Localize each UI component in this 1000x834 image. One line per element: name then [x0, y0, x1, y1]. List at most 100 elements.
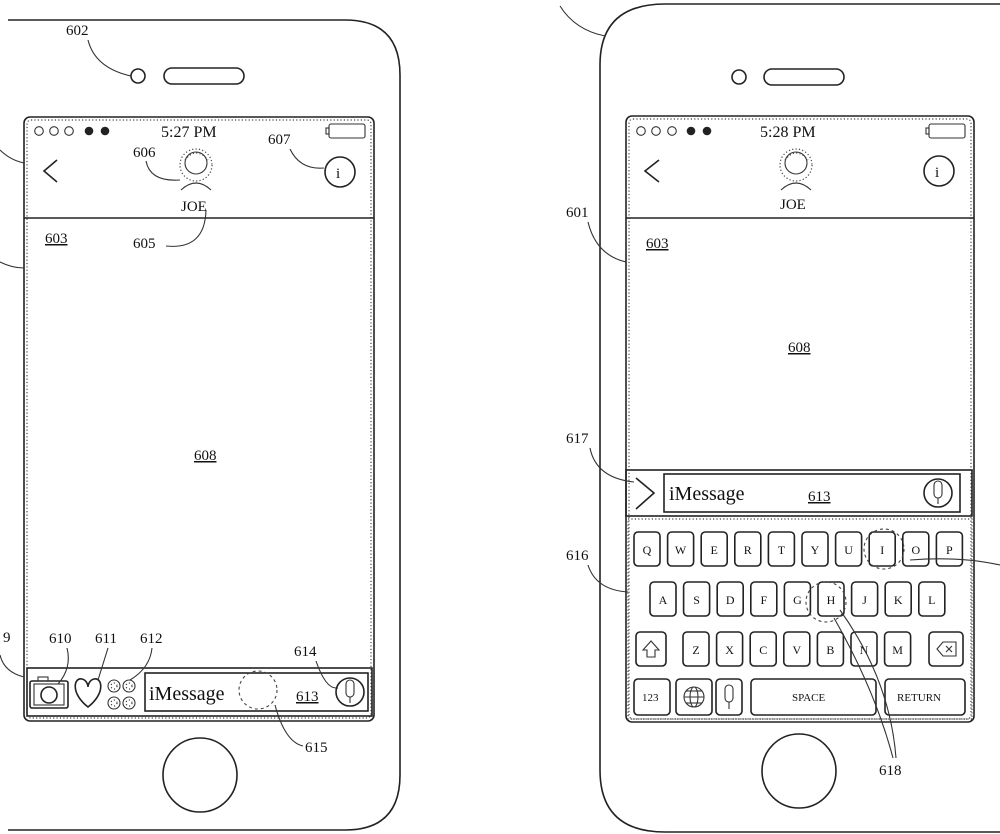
- ref-618: 618: [879, 763, 902, 779]
- right-contact-name: JOE: [780, 197, 806, 213]
- key-label: J: [862, 593, 867, 607]
- dictation-key-icon[interactable]: [715, 678, 743, 716]
- key-g[interactable]: G: [783, 581, 812, 617]
- key-z[interactable]: Z: [682, 631, 710, 667]
- left-signal-dots: [34, 126, 110, 136]
- ref-611: 611: [95, 631, 117, 647]
- right-home-button[interactable]: [761, 733, 837, 809]
- delete-key-icon[interactable]: [928, 631, 964, 667]
- key-label: G: [793, 593, 802, 607]
- key-f[interactable]: F: [749, 581, 778, 617]
- right-screen: [625, 115, 975, 723]
- key-label: B: [826, 643, 834, 657]
- space-key[interactable]: SPACE: [750, 678, 877, 716]
- ref-608a: 608: [194, 448, 217, 464]
- touch-indicator-h: [805, 581, 847, 623]
- ref-614: 614: [294, 644, 317, 660]
- right-microphone-icon[interactable]: [923, 478, 953, 508]
- ref-603a: 603: [45, 231, 68, 247]
- ref-609: 9: [3, 630, 11, 646]
- numbers-key[interactable]: 123: [633, 678, 671, 716]
- ref-605: 605: [133, 236, 156, 252]
- left-microphone-icon[interactable]: [335, 677, 365, 707]
- right-status-time: 5:28 PM: [760, 124, 816, 141]
- right-expand-chevron-icon[interactable]: [635, 477, 656, 510]
- key-o[interactable]: O: [901, 531, 930, 567]
- key-label: L: [928, 593, 935, 607]
- key-label: V: [792, 643, 801, 657]
- shift-key-icon[interactable]: [635, 631, 667, 667]
- right-speaker-grille: [763, 68, 845, 86]
- ref-606: 606: [133, 145, 156, 161]
- left-heart-icon[interactable]: [74, 678, 102, 709]
- key-p[interactable]: P: [935, 531, 964, 567]
- svg-text:RETURN: RETURN: [897, 692, 941, 704]
- key-label: S: [693, 593, 700, 607]
- svg-text:123: 123: [642, 692, 659, 704]
- key-b[interactable]: B: [816, 631, 845, 667]
- key-e[interactable]: E: [700, 531, 729, 567]
- left-screen: [23, 116, 375, 722]
- left-message-placeholder: iMessage: [149, 683, 225, 705]
- key-x[interactable]: X: [715, 631, 744, 667]
- ref-615: 615: [305, 740, 328, 756]
- right-signal-dots: [636, 126, 712, 136]
- left-info-icon[interactable]: i: [324, 156, 356, 188]
- left-phone: 5:27 PM JOE i: [8, 19, 401, 831]
- globe-key-icon[interactable]: [675, 678, 713, 716]
- key-t[interactable]: T: [767, 531, 796, 567]
- key-r[interactable]: R: [733, 531, 762, 567]
- left-avatar: [179, 148, 213, 191]
- right-message-input[interactable]: [663, 473, 961, 513]
- ref-603b: 603: [646, 236, 669, 252]
- ref-608b: 608: [788, 340, 811, 356]
- key-label: D: [726, 593, 735, 607]
- key-m[interactable]: M: [883, 631, 912, 667]
- key-a[interactable]: A: [649, 581, 677, 617]
- key-label: U: [844, 543, 853, 557]
- right-compose-bar: [625, 469, 973, 517]
- left-touch-indicator: [238, 670, 278, 710]
- key-l[interactable]: L: [917, 581, 946, 617]
- key-w[interactable]: W: [666, 531, 695, 567]
- left-contact-name: JOE: [181, 199, 207, 215]
- key-i[interactable]: I: [868, 531, 897, 567]
- key-h[interactable]: H: [817, 581, 845, 617]
- return-key[interactable]: RETURN: [884, 678, 966, 716]
- key-q[interactable]: Q: [633, 531, 661, 567]
- left-home-button[interactable]: [162, 737, 238, 813]
- left-camera-button-icon[interactable]: [29, 676, 69, 709]
- key-j[interactable]: J: [850, 581, 879, 617]
- key-d[interactable]: D: [716, 581, 745, 617]
- left-screen-inner: [26, 119, 372, 719]
- key-v[interactable]: V: [782, 631, 811, 667]
- ref-616: 616: [566, 548, 589, 564]
- right-phone-body: [599, 3, 1000, 833]
- ref-613b: 613: [808, 489, 831, 505]
- ref-601: 601: [566, 205, 589, 221]
- key-k[interactable]: K: [884, 581, 913, 617]
- left-back-chevron-icon[interactable]: [42, 159, 58, 183]
- key-label: Y: [811, 543, 820, 557]
- ref-602: 602: [66, 23, 89, 39]
- left-message-input[interactable]: [144, 672, 369, 712]
- right-back-chevron-icon[interactable]: [643, 159, 660, 183]
- right-screen-inner: [628, 118, 972, 720]
- key-s[interactable]: S: [682, 581, 711, 617]
- left-phone-body: [8, 19, 401, 831]
- key-label: F: [760, 593, 767, 607]
- left-sticker-apps-icon[interactable]: [107, 679, 136, 710]
- key-u[interactable]: U: [834, 531, 863, 567]
- touch-indicator-i: [863, 528, 905, 570]
- key-c[interactable]: C: [749, 631, 778, 667]
- key-label: H: [827, 593, 836, 607]
- right-info-icon[interactable]: i: [923, 155, 955, 187]
- key-label: K: [894, 593, 903, 607]
- ref-612: 612: [140, 631, 163, 647]
- key-label: T: [778, 543, 786, 557]
- svg-text:SPACE: SPACE: [792, 692, 826, 704]
- key-y[interactable]: Y: [801, 531, 829, 567]
